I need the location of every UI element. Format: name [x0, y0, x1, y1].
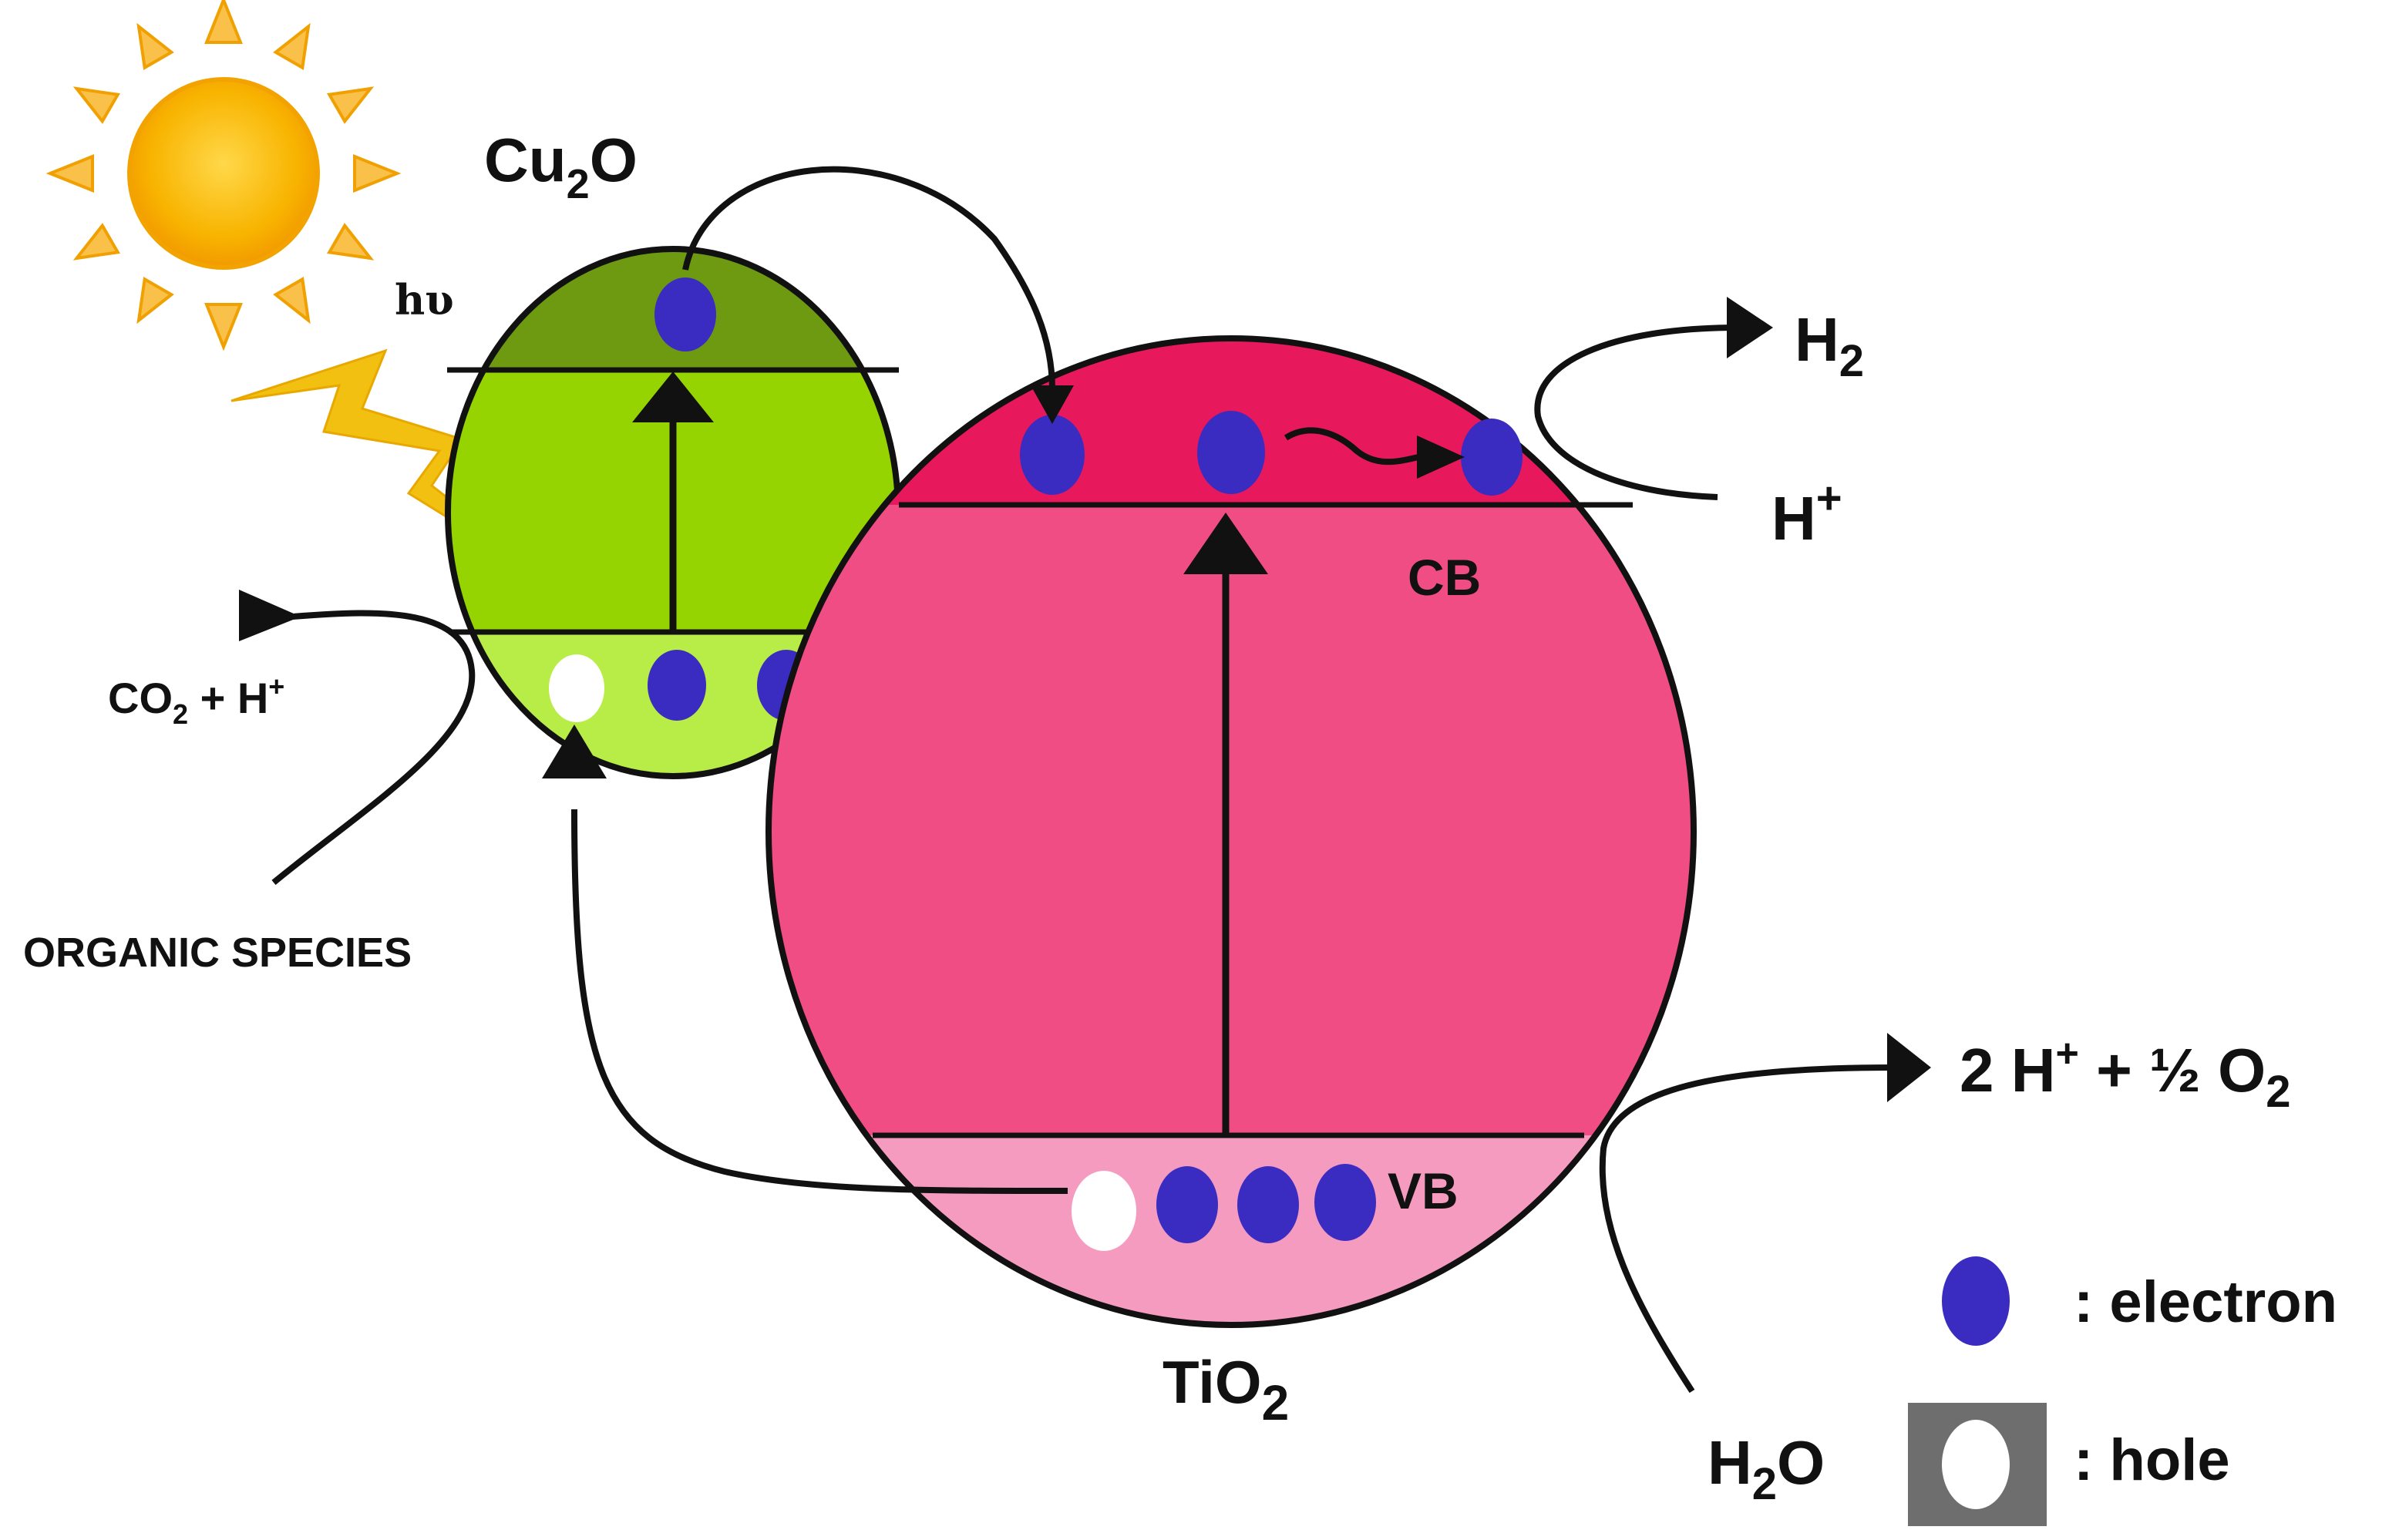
- organic-arrow: [271, 610, 476, 886]
- h-plus-label: H+: [1771, 473, 1842, 553]
- h2-label: H2: [1795, 305, 1864, 386]
- tio2-label: TiO2: [1162, 1348, 1289, 1431]
- legend: : electron : hole: [1908, 1256, 2337, 1526]
- electron: [1020, 415, 1085, 495]
- co2-label: CO2 + H+: [108, 671, 284, 730]
- electron: [1461, 419, 1523, 496]
- electron: [654, 277, 716, 351]
- electron: [1314, 1164, 1376, 1241]
- cu2o-label: Cu2O: [484, 126, 638, 207]
- electron: [1156, 1166, 1218, 1243]
- tio2-valence-band: [769, 1135, 1694, 1325]
- organic-species-label: ORGANIC SPECIES: [23, 930, 412, 976]
- sun-icon: [45, 0, 402, 351]
- transfer-arrow-cb: [682, 166, 1055, 390]
- hole: [549, 654, 604, 722]
- legend-hole-label: : hole: [2074, 1427, 2230, 1493]
- oxygen-label: 2 H+ + ½ O2: [1960, 1031, 2290, 1117]
- cb-label: CB: [1408, 549, 1481, 606]
- vb-label: VB: [1388, 1162, 1459, 1219]
- light-label: hυ: [395, 275, 454, 324]
- tio2-band-gap: [769, 505, 1694, 1135]
- legend-electron-label: : electron: [2074, 1269, 2337, 1335]
- hydrogen-arrow: [1534, 324, 1739, 500]
- electron: [648, 650, 706, 721]
- transfer-arrow-vb: [571, 809, 1068, 1194]
- oxygen-arrow: [1599, 1064, 1897, 1394]
- hole: [1072, 1171, 1136, 1251]
- electron: [1197, 411, 1265, 494]
- water-label: H2O: [1708, 1428, 1825, 1509]
- legend-electron-icon: [1942, 1256, 2010, 1346]
- electron: [1237, 1166, 1299, 1243]
